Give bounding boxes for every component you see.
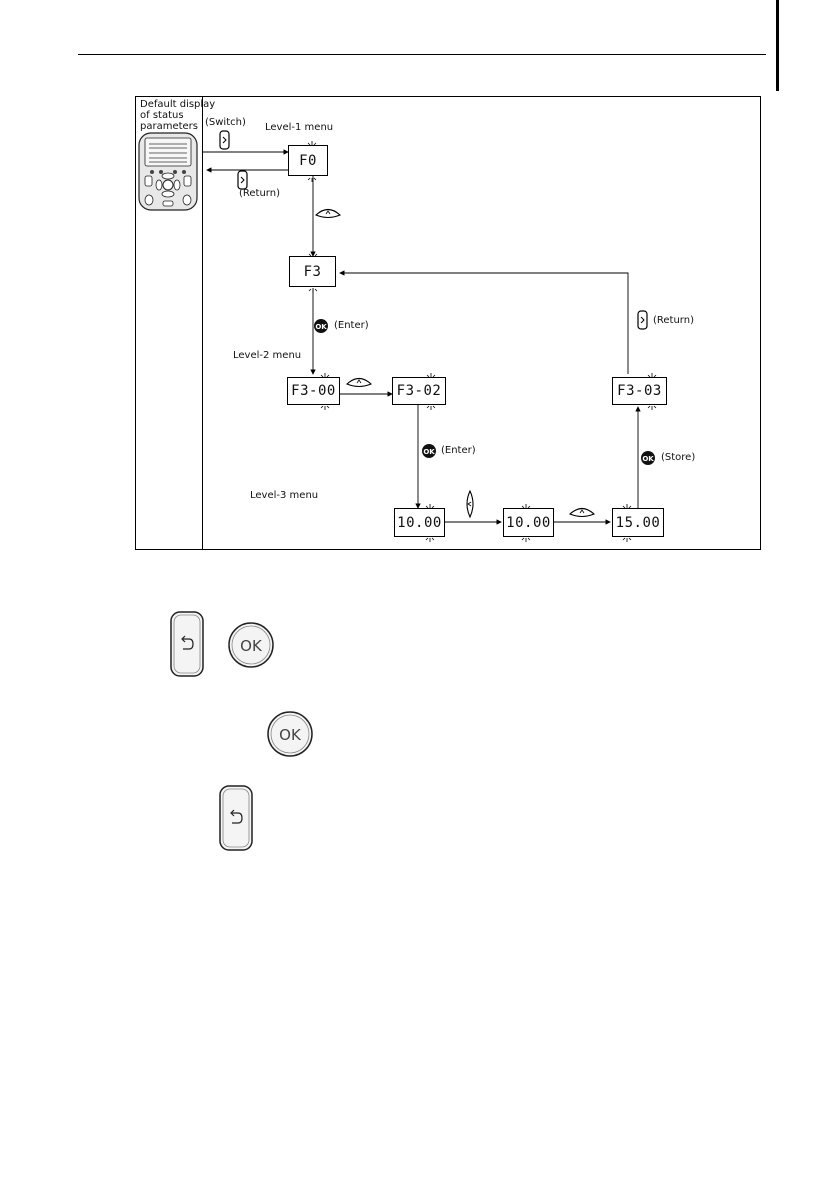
ok-key-icon: OK xyxy=(266,710,314,758)
ok-key-text: OK xyxy=(240,637,263,655)
ok-key-text: OK xyxy=(279,726,302,744)
ok-key-icon: OK xyxy=(227,621,275,669)
return-key-icon xyxy=(218,784,254,852)
return-key-icon xyxy=(169,610,205,678)
